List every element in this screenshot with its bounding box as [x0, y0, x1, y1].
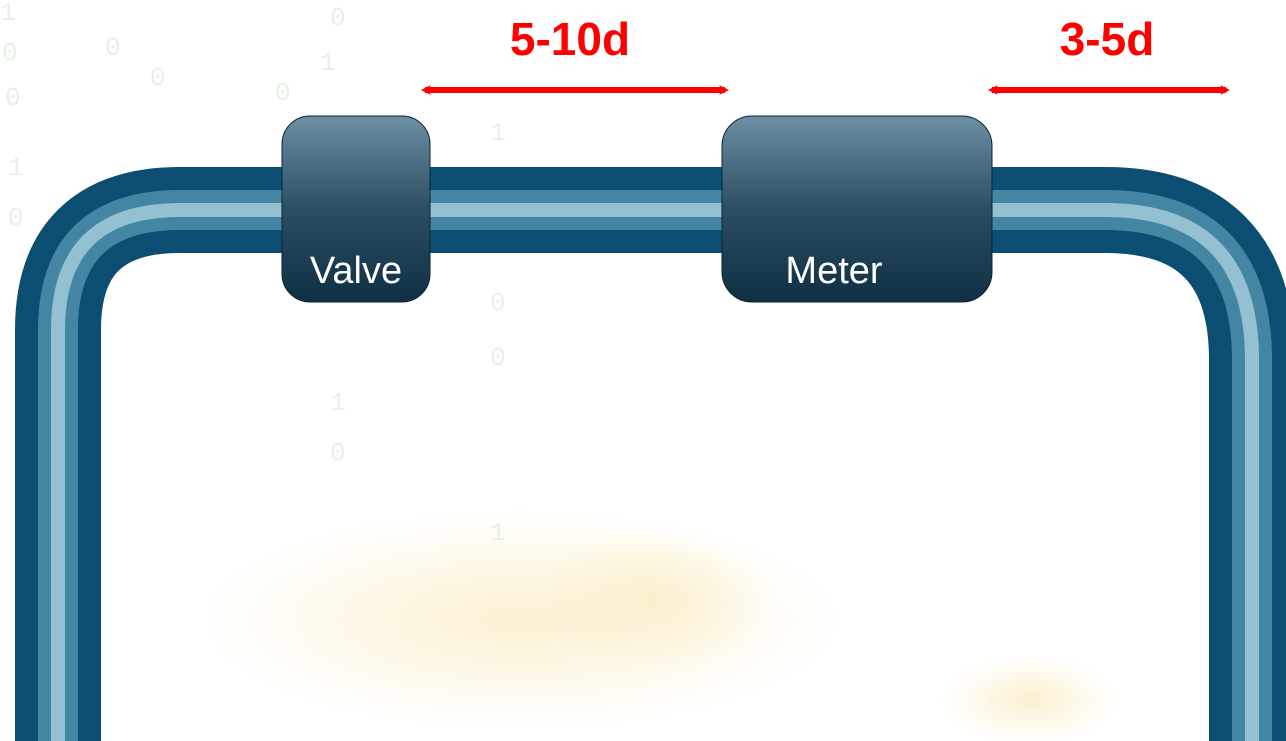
svg-text:0: 0 [490, 288, 506, 318]
svg-text:0: 0 [275, 78, 291, 108]
valve-label: Valve [310, 250, 402, 292]
svg-text:0: 0 [8, 203, 24, 233]
svg-text:1: 1 [330, 388, 346, 418]
svg-text:0: 0 [490, 343, 506, 373]
svg-text:0: 0 [330, 438, 346, 468]
meter-component: Meter [721, 115, 993, 303]
svg-text:1: 1 [320, 48, 336, 78]
valve-component: Valve [281, 115, 431, 303]
svg-text:1: 1 [490, 118, 506, 148]
svg-text:0: 0 [5, 83, 21, 113]
svg-text:0: 0 [330, 3, 346, 33]
svg-text:0: 0 [150, 63, 166, 93]
background-decoration: 1 0 0 1 0 1 0 0 0 0 1 1 0 0 1 1 0 [0, 0, 1120, 741]
svg-text:0: 0 [2, 38, 18, 68]
meter-label: Meter [785, 250, 882, 292]
svg-text:0: 0 [105, 33, 121, 63]
svg-text:1: 1 [0, 0, 16, 28]
svg-text:1: 1 [8, 153, 24, 183]
upstream-span-label: 5-10d [510, 13, 630, 65]
downstream-span-label: 3-5d [1060, 13, 1155, 65]
pipe [15, 167, 1286, 741]
